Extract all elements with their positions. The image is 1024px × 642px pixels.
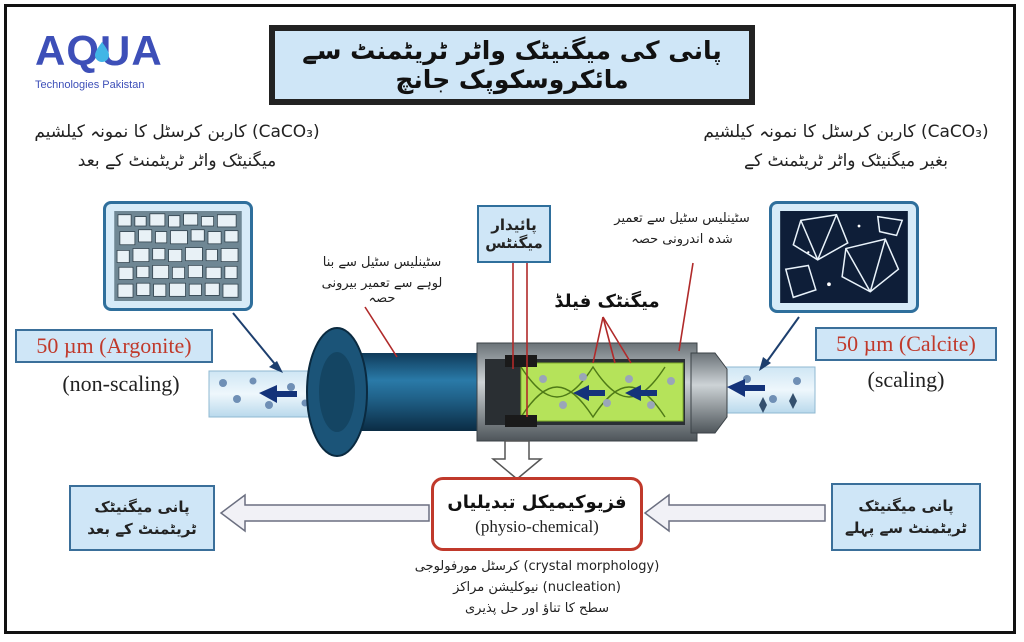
calcite-size-label: 50 µm (Calcite) [815,327,997,361]
water-drop-icon [95,42,109,62]
aragonite-crystals-image [114,211,242,301]
aragonite-micrograph [103,201,253,311]
left-sample-caption: (CaCO₃) کاربن کرسٹل کا نمونہ کیلشیم میگن… [27,121,327,171]
page-title: پانی کی میگنیٹک واٹر ٹریٹمنٹ سے مائکروسک… [275,31,749,99]
argonite-size-label: 50 µm (Argonite) [15,329,213,363]
left-caption-line2: میگنیٹک واٹر ٹریٹمنٹ کے بعد [77,151,277,171]
after-treatment-box: پانی میگنیٹک ٹریٹمنٹ کے بعد [69,485,215,551]
right-sample-caption: (CaCO₃) کاربن کرسٹل کا نمونہ کیلشیم بغیر… [687,121,1005,171]
scale-crystals [759,393,797,413]
permanent-magnets-label: پائیدار میگنٹس [477,205,551,263]
calcite-size-text: 50 µm (Calcite) [836,331,976,356]
right-caption-line2: بغیر میگنیٹک واٹر ٹریٹمنٹ کے [743,151,948,171]
argonite-size-text: 50 µm (Argonite) [36,333,192,358]
arrow-to-after [219,493,430,533]
inner-part-label: سٹینلیس سٹیل سے تعمیر شدہ اندرونی حصہ [614,211,750,247]
title-box: پانی کی میگنیٹک واٹر ٹریٹمنٹ سے مائکروسک… [269,25,755,105]
field-particles [539,373,675,409]
callout-lines [364,261,694,417]
before-treatment-box: پانی میگنیٹک ٹریٹمنٹ سے پہلے [831,483,981,551]
permanent-magnet-top [505,355,537,367]
scaling-label: (scaling) [867,367,945,392]
left-caption-line1: (CaCO₃) کاربن کرسٹل کا نمونہ کیلشیم [34,122,320,142]
physio-chemical-urdu: فزیوکیمیکل تبدیلیاں [447,491,627,513]
magnetic-field-label: میگنٹک فیلڈ [554,291,660,312]
flow-direction-arrows [259,379,765,403]
physio-chemical-english: (physio-chemical) [475,516,599,536]
effect-surface-tension: سطح کا تناؤ اور حل پذیری [465,601,609,616]
magnetic-device-illustration [208,261,826,533]
down-arrow [490,440,544,480]
logo-tagline: Technologies Pakistan [35,79,145,91]
effects-list: (crystal morphology) کرسٹل مورفولوجی (nu… [379,559,695,616]
hex-nut [690,352,728,434]
effect-nucleation: (nucleation) نیوکلیشن مراکز [453,580,621,595]
outer-part-label: سٹینلیس سٹیل سے بنا لوہے سے تعمیر بیرونی… [321,255,443,306]
non-scaling-label: (non-scaling) [62,371,180,396]
calcite-micrograph [769,201,919,313]
calcite-crystals-image [780,211,908,303]
logo: AQUA Technologies Pakistan [31,27,181,99]
physio-chemical-box: فزیوکیمیکل تبدیلیاں (physio-chemical) [431,477,643,551]
arrow-to-center [643,493,826,533]
effect-crystal-morphology: (crystal morphology) کرسٹل مورفولوجی [414,559,660,574]
diagram-frame: AQUA Technologies Pakistan پانی کی میگنی… [4,4,1016,634]
micrograph-arrows [232,312,800,370]
right-caption-line1: (CaCO₃) کاربن کرسٹل کا نمونہ کیلشیم [703,122,989,142]
permanent-magnet-bottom [505,415,537,427]
